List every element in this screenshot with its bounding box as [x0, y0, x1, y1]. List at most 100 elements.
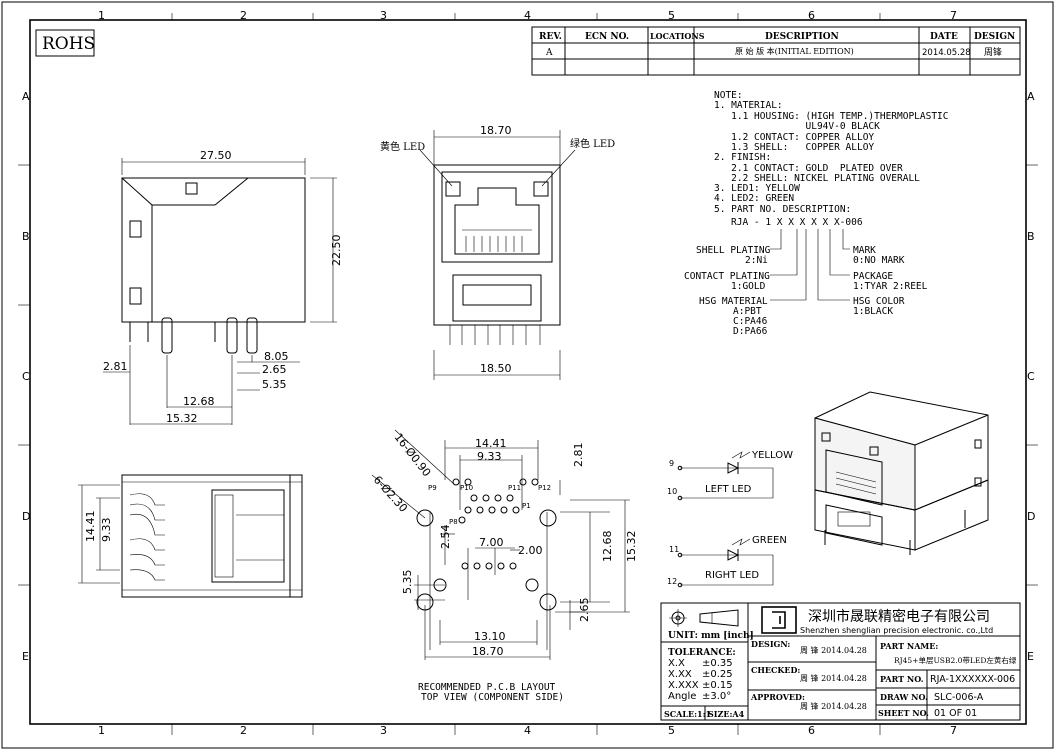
description-header: DESCRIPTION [765, 32, 839, 42]
led-schematic: 9 10 YELLOW LEFT LED 11 12 GREEN RIGHT L… [667, 450, 793, 588]
pcb-dim-2-00: 2.00 [518, 544, 543, 557]
scale-label: SCALE:1:1 [664, 709, 711, 719]
dim-12-68: 12.68 [183, 395, 215, 408]
zone-letter: B [1027, 230, 1035, 243]
mount-hole [539, 593, 557, 611]
pcb-outline [371, 429, 630, 660]
right-led-window [533, 181, 549, 197]
zone-letter: D [1027, 510, 1035, 523]
sheet-no-label: SHEET NO. [878, 708, 929, 718]
contact-plating-label: CONTACT PLATING [684, 271, 770, 282]
side-clip [129, 287, 142, 305]
pin-p12: P12 [538, 484, 551, 492]
hsg-color-label: HSG COLOR [853, 296, 905, 307]
side-view: 27.50 22.50 8.05 2.65 5.35 2.81 12.68 15… [103, 149, 343, 425]
tolerance-value: ±0.25 [702, 669, 733, 680]
usb-port [452, 274, 542, 322]
note-line: 1.3 SHELL: COPPER ALLOY [714, 142, 874, 153]
dim-9-33: 9.33 [100, 518, 113, 543]
zone-number: 5 [668, 724, 675, 737]
left-led-label: LEFT LED [705, 484, 752, 495]
note-line: NOTE: [714, 90, 743, 101]
tolerance-title: TOLERANCE: [668, 648, 736, 658]
pcb-dim-18-70: 18.70 [472, 645, 504, 658]
zone-number: 4 [524, 724, 531, 737]
part-name-label: PART NAME: [880, 641, 938, 651]
right-led-label: RIGHT LED [705, 570, 759, 581]
part-no-label: PART NO. [880, 674, 924, 684]
zone-number: 2 [240, 9, 247, 22]
note-line: 5. PART NO. DESCRIPTION: [714, 204, 851, 215]
pcb-dim-2-65: 2.65 [578, 598, 591, 623]
zone-letter: B [22, 230, 30, 243]
zone-number: 3 [380, 724, 387, 737]
mount-hole [416, 509, 434, 527]
pin-9-label: 9 [669, 459, 674, 468]
side-led-window [185, 182, 198, 195]
part-no-value: RJA-1XXXXXX-006 [930, 674, 1015, 685]
pcb-caption-view: TOP VIEW (COMPONENT SIDE) [421, 692, 564, 703]
pcb-dim-7-00: 7.00 [479, 536, 504, 549]
front-pins [449, 325, 541, 345]
draw-no-label: DRAW NO. [880, 692, 928, 702]
checked-sign: 周 锋 2014.04.28 [800, 673, 867, 683]
side-clip [129, 220, 142, 238]
dim-width: 27.50 [200, 149, 232, 162]
pin-p11: P11 [508, 484, 521, 492]
zone-numbers-bottom: 1 2 3 4 5 6 7 [98, 724, 957, 737]
design-value: 周锋 [984, 46, 1002, 58]
part-code-labels: SHELL PLATING 2:Ni CONTACT PLATING 1:GOL… [684, 245, 928, 337]
description-value: 原 始 版 本(INITIAL EDITION) [735, 46, 854, 56]
dim-14-41: 14.41 [84, 511, 97, 543]
part-code-leaders [770, 229, 850, 301]
pin-11-label: 11 [669, 545, 679, 554]
rev-value: A [545, 48, 553, 58]
date-header: DATE [930, 32, 958, 42]
tolerance-key: X.XX [668, 669, 692, 680]
hsg-material-label: HSG MATERIAL [699, 296, 768, 307]
draw-no-value: SLC-006-A [934, 692, 984, 703]
rohs-box [35, 29, 95, 57]
inner-frame [29, 19, 1027, 725]
dim-18-50: 18.50 [480, 362, 512, 375]
contact-plating-option: 1:GOLD [731, 281, 766, 292]
zone-number: 7 [950, 724, 957, 737]
zone-letter: D [22, 510, 30, 523]
zone-letters-left: A B C D E [22, 90, 30, 663]
pin-p8: P8 [449, 518, 458, 526]
pin-12-label: 12 [667, 577, 677, 586]
ecn-header: ECN NO. [585, 32, 629, 42]
zone-letter: E [1027, 650, 1034, 663]
pcb-dim-15-32: 15.32 [625, 531, 638, 563]
locations-header: LOCATIONS [650, 31, 705, 41]
yellow-label: YELLOW [751, 450, 793, 461]
green-label: GREEN [752, 535, 787, 546]
zone-number: 4 [524, 9, 531, 22]
sheet-no-value: 01 OF 01 [934, 708, 977, 719]
design-sign: 周 锋 2014.04.28 [800, 645, 867, 655]
note-line: 2.1 CONTACT: GOLD PLATED OVER [714, 163, 903, 174]
mount-hole [539, 509, 557, 527]
signal-holes [452, 478, 539, 570]
note-line: 1. MATERIAL: [714, 100, 783, 111]
zone-number: 7 [950, 9, 957, 22]
zone-number: 1 [98, 724, 105, 737]
right-led-diode [727, 549, 740, 561]
yellow-led-label: 黄色 LED [380, 140, 425, 153]
hsg-material-option: A:PBT [733, 306, 762, 317]
pcb-dim-5-35: 5.35 [401, 570, 414, 595]
company-name-cn: 深圳市晟联精密电子有限公司 [808, 608, 990, 625]
hsg-material-option: D:PA66 [733, 326, 768, 337]
company-name-en: Shenzhen shenglian precision electronic.… [800, 626, 993, 635]
mount-hole [416, 593, 434, 611]
side-pins [129, 317, 258, 354]
left-led-window [445, 181, 461, 197]
design-header: DESIGN [974, 32, 1015, 42]
zone-letter: C [22, 370, 30, 383]
zone-letter: A [22, 90, 30, 103]
zone-letter: E [22, 650, 29, 663]
left-led-diode [727, 462, 740, 474]
zone-number: 6 [808, 724, 815, 737]
tolerance-value: ±0.35 [702, 658, 733, 669]
date-value: 2014.05.28 [922, 48, 971, 58]
